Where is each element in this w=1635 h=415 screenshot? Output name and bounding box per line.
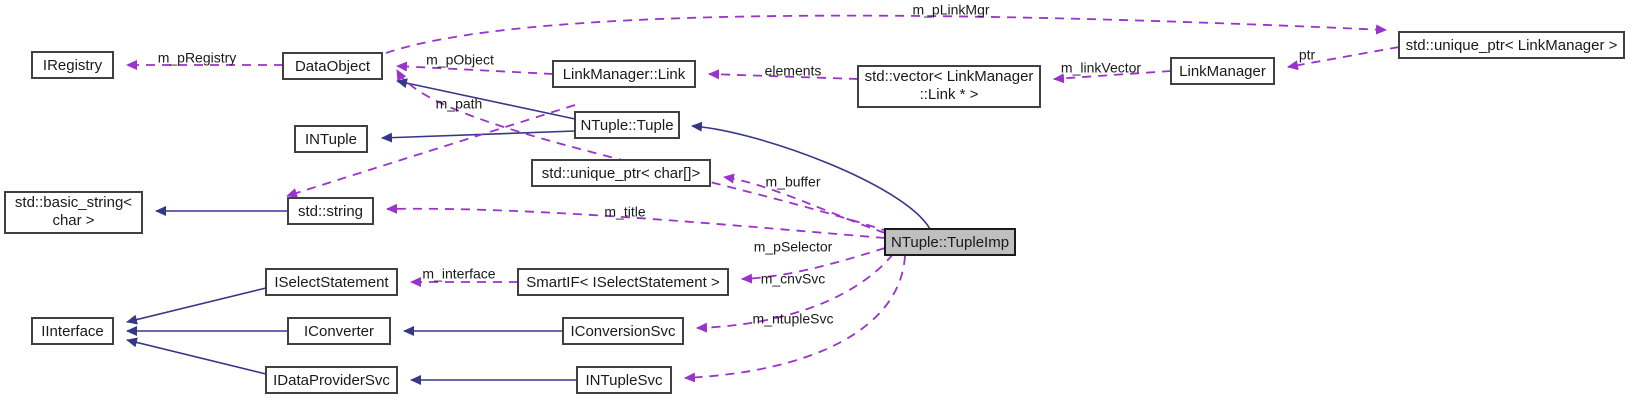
node-label-intuplesvc: INTupleSvc xyxy=(586,372,663,389)
node-label-std-unique-ptr-linkmanager: std::unique_ptr< LinkManager > xyxy=(1406,37,1618,54)
association-edges xyxy=(126,14,1400,383)
node-label-dataobject: DataObject xyxy=(295,58,371,75)
edge-label-m_pObject: m_pObject xyxy=(426,52,494,68)
edge-ntupletuple-intuple xyxy=(381,130,576,143)
node-label-std-unique-ptr-char: std::unique_ptr< char[]> xyxy=(542,165,701,182)
edge-label-m_path: m_path xyxy=(436,96,483,112)
node-label-ntuple-tuple: NTuple::Tuple xyxy=(580,117,673,134)
node-intuple[interactable]: INTuple xyxy=(294,125,368,153)
edge-label-m_interface: m_interface xyxy=(422,266,495,282)
node-std-string[interactable]: std::string xyxy=(287,197,374,225)
node-label-idataprovidersvc: IDataProviderSvc xyxy=(273,372,390,389)
node-label-std-vector-line2: ::Link * > xyxy=(920,86,979,103)
edge-idataprov-iinterface xyxy=(126,337,267,375)
edge-vectorlink-lmlink xyxy=(708,69,859,80)
edge-label-m_buffer: m_buffer xyxy=(766,174,821,190)
edge-tupleimp-dataobject-linkmgr xyxy=(396,69,891,233)
node-label-std-basic-string-line2: char > xyxy=(52,212,94,229)
node-label-iinterface: IInterface xyxy=(41,323,104,340)
nodes: IRegistry DataObject LinkManager::Link s… xyxy=(4,31,1625,394)
edge-tupleimp-smartif xyxy=(741,247,886,284)
edge-label-m_pLinkMgr: m_pLinkMgr xyxy=(912,2,989,18)
edge-tupleimp-uniqptrchar xyxy=(723,173,886,234)
edge-uniqptrlm-linkmanager xyxy=(1287,46,1400,71)
edge-tupleimp-stdstring xyxy=(386,203,886,239)
node-label-std-vector-line1: std::vector< LinkManager xyxy=(865,68,1034,85)
node-std-vector-linkmanager-link[interactable]: std::vector< LinkManager ::Link * > xyxy=(857,65,1041,108)
edge-dataobject-uniqptrlm xyxy=(385,14,1387,54)
edge-lmlink-dataobject xyxy=(396,61,554,75)
edge-label-ptr: ptr xyxy=(1299,47,1316,63)
node-linkmanager-link[interactable]: LinkManager::Link xyxy=(552,60,696,88)
edge-ntupletuple-dataobject xyxy=(396,78,576,120)
node-iconversionsvc[interactable]: IConversionSvc xyxy=(562,317,684,345)
edge-tupleimp-intuplesvc xyxy=(684,255,906,383)
edge-label-m_title: m_title xyxy=(604,204,645,220)
edge-label-elements: elements xyxy=(765,63,822,79)
edge-label-m_pSelector: m_pSelector xyxy=(754,239,833,255)
node-label-intuple: INTuple xyxy=(305,131,357,148)
node-idataprovidersvc[interactable]: IDataProviderSvc xyxy=(265,366,398,394)
node-label-iregistry: IRegistry xyxy=(43,57,103,74)
node-iregistry[interactable]: IRegistry xyxy=(31,51,114,79)
node-label-std-basic-string-line1: std::basic_string< xyxy=(15,194,132,211)
node-label-linkmanager: LinkManager xyxy=(1179,63,1266,80)
node-label-linkmanager-link: LinkManager::Link xyxy=(563,66,686,83)
node-label-iconversionsvc: IConversionSvc xyxy=(570,323,676,340)
node-linkmanager[interactable]: LinkManager xyxy=(1170,57,1275,85)
edge-label-m_ntupleSvc: m_ntupleSvc xyxy=(753,311,834,327)
node-iinterface[interactable]: IInterface xyxy=(31,317,114,345)
edge-tupleimp-ntupletuple xyxy=(691,121,931,230)
node-std-unique-ptr-linkmanager[interactable]: std::unique_ptr< LinkManager > xyxy=(1398,31,1625,59)
node-label-smartif-iselectstatement: SmartIF< ISelectStatement > xyxy=(526,274,720,291)
edge-label-m_pRegistry: m_pRegistry xyxy=(158,50,237,66)
node-ntuple-tuple[interactable]: NTuple::Tuple xyxy=(574,111,680,139)
edge-label-m_cnvSvc: m_cnvSvc xyxy=(761,271,826,287)
edge-tupleimp-iconvsvc xyxy=(696,253,894,333)
edge-iselectstmt-iinterface xyxy=(126,287,267,325)
edge-label-m_linkVector: m_linkVector xyxy=(1061,60,1141,76)
node-label-iconverter: IConverter xyxy=(304,323,374,340)
node-smartif-iselectstatement[interactable]: SmartIF< ISelectStatement > xyxy=(517,268,729,296)
node-intuplesvc[interactable]: INTupleSvc xyxy=(576,366,672,394)
edge-labels: m_pLinkMgr m_pRegistry m_pObject element… xyxy=(158,2,1316,327)
node-std-basic-string[interactable]: std::basic_string< char > xyxy=(4,191,143,234)
edge-linkmanager-vectorlink xyxy=(1053,70,1172,84)
node-std-unique-ptr-char[interactable]: std::unique_ptr< char[]> xyxy=(531,159,711,187)
node-label-ntuple-tupleimp: NTuple::TupleImp xyxy=(891,234,1009,251)
node-label-iselectstatement: ISelectStatement xyxy=(274,274,389,291)
node-iselectstatement[interactable]: ISelectStatement xyxy=(265,268,398,296)
node-dataobject[interactable]: DataObject xyxy=(282,52,383,80)
node-ntuple-tupleimp[interactable]: NTuple::TupleImp xyxy=(884,228,1016,256)
node-label-std-string: std::string xyxy=(298,203,363,220)
node-iconverter[interactable]: IConverter xyxy=(287,317,391,345)
inheritance-edges xyxy=(126,78,931,385)
edge-ntupletuple-stdstring xyxy=(286,104,576,198)
